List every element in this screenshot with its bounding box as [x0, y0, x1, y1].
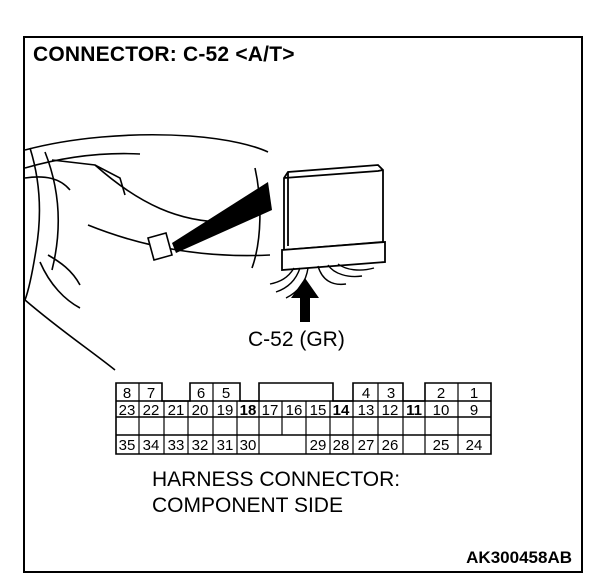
pin-31: 31 — [217, 437, 234, 454]
pin-24: 24 — [466, 437, 483, 454]
connector-outline — [115, 382, 492, 455]
pin-5: 5 — [222, 385, 230, 402]
pin-10: 10 — [433, 402, 450, 419]
pin-33: 33 — [168, 437, 185, 454]
pin-2: 2 — [437, 385, 445, 402]
pin-7: 7 — [147, 385, 155, 402]
pin-28: 28 — [333, 437, 350, 454]
connector-location-box — [147, 232, 173, 261]
pin-20: 20 — [192, 402, 209, 419]
pin-19: 19 — [217, 402, 234, 419]
pin-27: 27 — [358, 437, 375, 454]
ecu-unit — [281, 164, 386, 271]
pin-16: 16 — [286, 402, 303, 419]
pin-9: 9 — [470, 402, 478, 419]
pin-4: 4 — [362, 385, 370, 402]
pin-34: 34 — [143, 437, 160, 454]
caption-line-1: HARNESS CONNECTOR: — [152, 468, 401, 491]
pin-22: 22 — [143, 402, 160, 419]
pin-25: 25 — [433, 437, 450, 454]
caption-line-2: COMPONENT SIDE — [152, 494, 343, 517]
pin-17: 17 — [262, 402, 279, 419]
pin-1: 1 — [470, 385, 478, 402]
pin-15: 15 — [310, 402, 327, 419]
pin-14: 14 — [333, 402, 350, 419]
pin-6: 6 — [197, 385, 205, 402]
pin-3: 3 — [387, 385, 395, 402]
pin-26: 26 — [382, 437, 399, 454]
diagram-frame — [23, 36, 583, 573]
pin-35: 35 — [119, 437, 136, 454]
figure-id: AK300458AB — [466, 548, 572, 567]
connector-title: CONNECTOR: C-52 <A/T> — [33, 43, 295, 66]
pin-8: 8 — [123, 385, 131, 402]
pin-29: 29 — [310, 437, 327, 454]
pointer-wedge — [172, 182, 272, 253]
up-arrow — [291, 278, 319, 322]
pin-21: 21 — [168, 402, 185, 419]
pin-11: 11 — [406, 402, 422, 419]
pin-23: 23 — [119, 402, 136, 419]
pin-dividers — [138, 383, 459, 454]
pin-12: 12 — [382, 402, 399, 419]
pin-32: 32 — [192, 437, 209, 454]
connector-callout-label: C-52 (GR) — [248, 328, 345, 351]
pin-18: 18 — [240, 402, 257, 419]
pin-30: 30 — [240, 437, 257, 454]
pin-13: 13 — [358, 402, 375, 419]
